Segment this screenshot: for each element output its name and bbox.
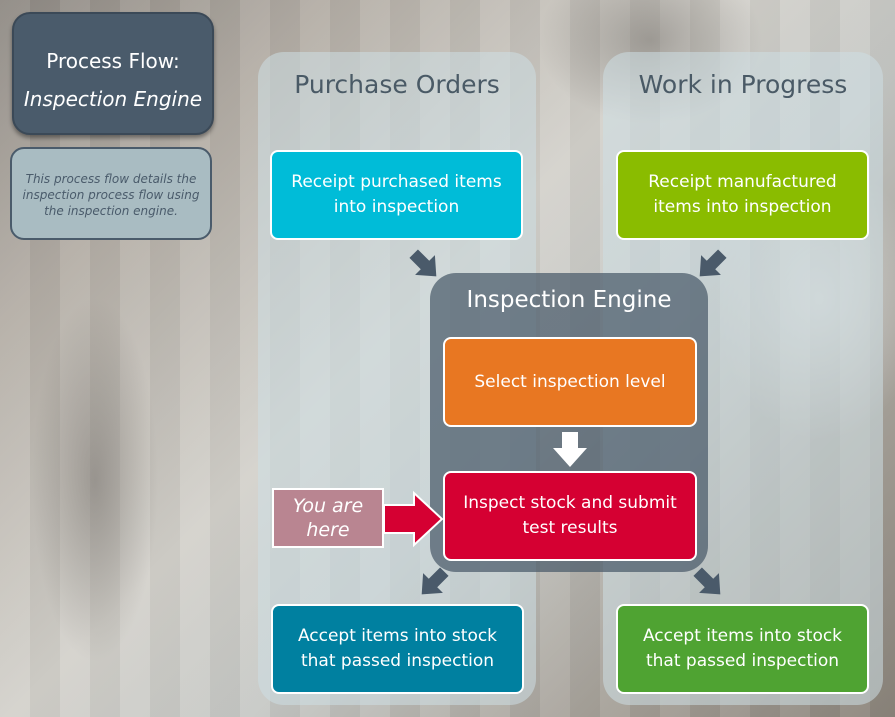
title-line2: Inspection Engine — [23, 87, 203, 111]
red-right-arrow-icon — [383, 490, 444, 548]
you-are-here-marker: You are here — [272, 488, 384, 548]
diagonal-arrow-icon — [421, 567, 449, 595]
accept-wip-step: Accept items into stock that passed insp… — [616, 604, 869, 694]
title-box: Process Flow: Inspection Engine — [12, 12, 214, 135]
diagonal-arrow-icon — [693, 567, 721, 595]
diagonal-arrow-icon — [409, 249, 437, 277]
engine-heading: Inspection Engine — [466, 287, 672, 313]
title-line1: Process Flow: — [46, 49, 180, 73]
diagonal-arrow-icon — [699, 249, 727, 277]
column-heading: Work in Progress — [638, 70, 848, 99]
receipt-purchased-step: Receipt purchased items into inspection — [270, 150, 523, 240]
inspect-stock-step: Inspect stock and submit test results — [443, 471, 697, 561]
description-box: This process flow details the inspection… — [10, 147, 212, 240]
select-inspection-level-step: Select inspection level — [443, 337, 697, 427]
down-arrow-icon — [553, 432, 587, 467]
receipt-manufactured-step: Receipt manufactured items into inspecti… — [616, 150, 869, 240]
accept-po-step: Accept items into stock that passed insp… — [271, 604, 524, 694]
column-heading: Purchase Orders — [294, 70, 500, 99]
